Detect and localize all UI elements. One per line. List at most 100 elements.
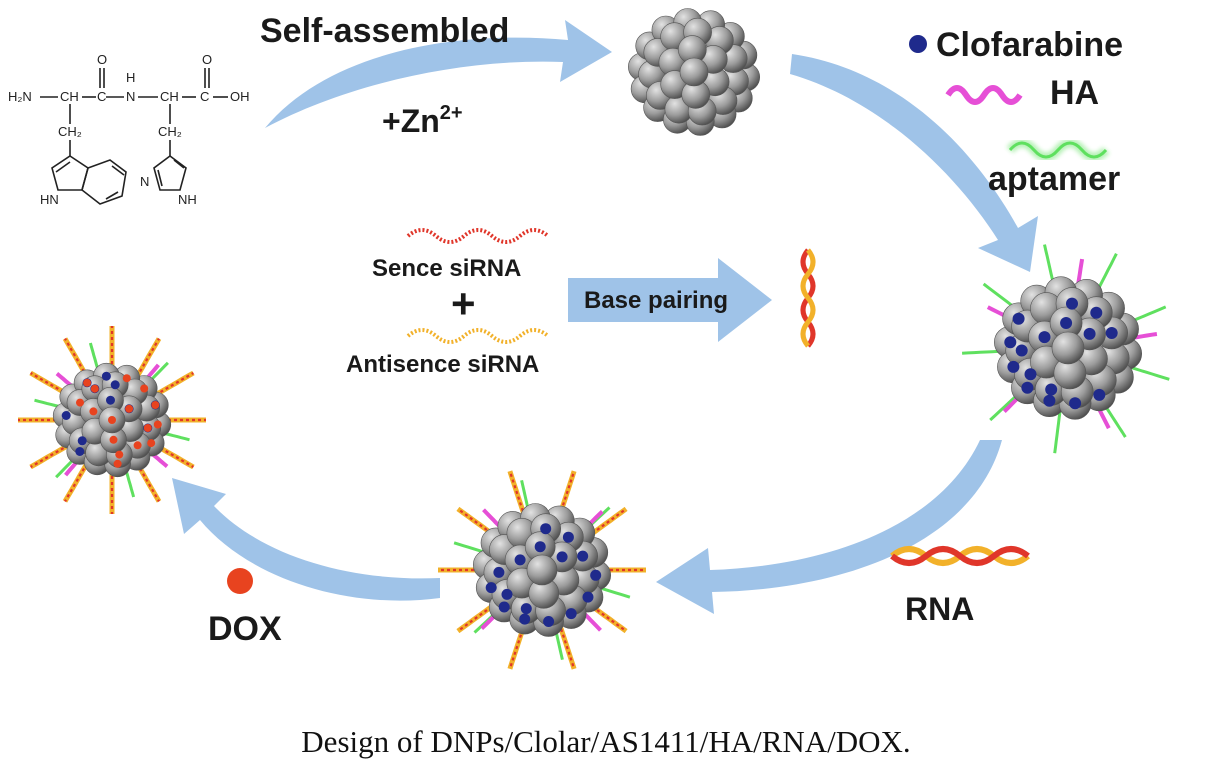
dox-dot (140, 384, 149, 393)
clofarabine-dot (1024, 368, 1037, 381)
clofarabine-dot (1105, 327, 1118, 339)
label-antisense-sirna: Antisence siRNA (346, 351, 539, 378)
label-ch-2: CH (160, 89, 179, 104)
clofarabine-dot (534, 541, 546, 553)
clofarabine-dot (1007, 360, 1020, 373)
paired-sirna-icon (800, 248, 816, 348)
arrow-dox-loading (172, 478, 440, 601)
dipeptide-structure (40, 68, 228, 205)
plus-sign: + (451, 280, 476, 327)
label-ch-1: CH (60, 89, 79, 104)
clofarabine-dot (577, 550, 589, 562)
clofarabine-dot (1004, 336, 1017, 349)
loaded-nanoparticle (962, 244, 1170, 454)
dox-dot (90, 384, 99, 393)
legend-clofarabine: Clofarabine (936, 26, 1123, 64)
label-sense-sirna: Sence siRNA (372, 255, 521, 282)
dox-dot (109, 435, 118, 444)
clofarabine-dot (501, 588, 513, 600)
clofarabine-dot (61, 411, 71, 420)
dox-dot (147, 439, 156, 448)
label-h: H (126, 70, 135, 85)
antisense-sirna-strand (406, 328, 550, 344)
dox-nanoparticle (18, 326, 206, 514)
clofarabine-dot (562, 531, 574, 543)
clofarabine-dot (493, 566, 505, 578)
cluster-sphere (526, 554, 558, 586)
rna-nanoparticle (438, 470, 646, 670)
clofarabine-dot-icon (909, 35, 927, 53)
clofarabine-dot (1060, 317, 1073, 329)
label-self-assembled: Self-assembled (260, 12, 509, 50)
label-nh: NH (178, 192, 197, 207)
cluster-sphere (679, 57, 709, 87)
arrow-to-loaded-particle (790, 54, 1038, 272)
clofarabine-dot (1043, 394, 1056, 407)
bare-nanoparticle (627, 8, 761, 136)
label-n: N (126, 89, 135, 104)
label-o-2: O (202, 52, 212, 67)
clofarabine-dot (498, 601, 510, 613)
clofarabine-dot (565, 608, 577, 620)
ha-wave-icon (945, 85, 1023, 105)
cluster-sphere (1051, 331, 1085, 365)
clofarabine-dot (1038, 331, 1051, 344)
clofarabine-dot (1090, 306, 1103, 319)
aptamer-wave-core (1008, 141, 1108, 159)
clofarabine-dot (1083, 327, 1096, 340)
dox-dot (89, 407, 98, 416)
label-dox: DOX (208, 610, 282, 648)
chemical-labels: H₂N CH C O N H CH C O OH CH₂ CH₂ HN N NH (8, 52, 250, 207)
label-o-1: O (97, 52, 107, 67)
dox-dot (153, 420, 162, 429)
label-base-pairing: Base pairing (584, 287, 728, 314)
label-n-ring: N (140, 174, 149, 189)
dox-dot (133, 441, 142, 450)
label-oh: OH (230, 89, 250, 104)
label-ch2-2: CH₂ (158, 124, 182, 139)
clofarabine-dot (101, 371, 111, 381)
clofarabine-dot (1066, 297, 1078, 310)
clofarabine-dot (543, 616, 555, 627)
clofarabine-dot (1021, 381, 1034, 394)
clofarabine-dot (75, 447, 85, 456)
dox-dot (108, 416, 116, 424)
clofarabine-dot (582, 591, 594, 603)
dox-dot (151, 401, 160, 409)
label-hn: HN (40, 192, 59, 207)
dox-dot (115, 450, 124, 459)
label-c-1: C (97, 89, 106, 104)
dox-dot (125, 404, 134, 413)
label-ch2-1: CH₂ (58, 124, 82, 139)
label-rna: RNA (905, 591, 974, 627)
clofarabine-dot (77, 436, 87, 446)
clofarabine-dot (556, 551, 568, 563)
clofarabine-dot (106, 395, 115, 405)
clofarabine-dot (1012, 312, 1025, 325)
clofarabine-dot (1069, 397, 1082, 410)
legend-aptamer: aptamer (988, 160, 1120, 198)
clofarabine-dot (514, 554, 526, 566)
clofarabine-dot (540, 523, 552, 535)
label-c-2: C (200, 89, 209, 104)
arrow-self-assembled (265, 20, 612, 128)
dox-dot (83, 378, 92, 387)
label-zn: +Zn2+ (382, 102, 463, 139)
clofarabine-dot (519, 613, 531, 625)
clofarabine-dot (590, 569, 602, 581)
sense-sirna-strand (406, 228, 550, 244)
dox-dot-icon (227, 568, 253, 594)
aptamer-strand (1053, 405, 1063, 454)
dox-dot (113, 459, 122, 468)
label-h2n: H₂N (8, 89, 32, 104)
clofarabine-dot (520, 603, 532, 615)
dox-dot (122, 374, 131, 383)
clofarabine-dot (110, 380, 120, 390)
clofarabine-dot (1093, 388, 1106, 401)
dox-dot (76, 398, 84, 407)
arrow-base-pairing (568, 258, 772, 342)
dox-dot (143, 424, 152, 432)
arrow-rna-loading (656, 440, 1002, 614)
